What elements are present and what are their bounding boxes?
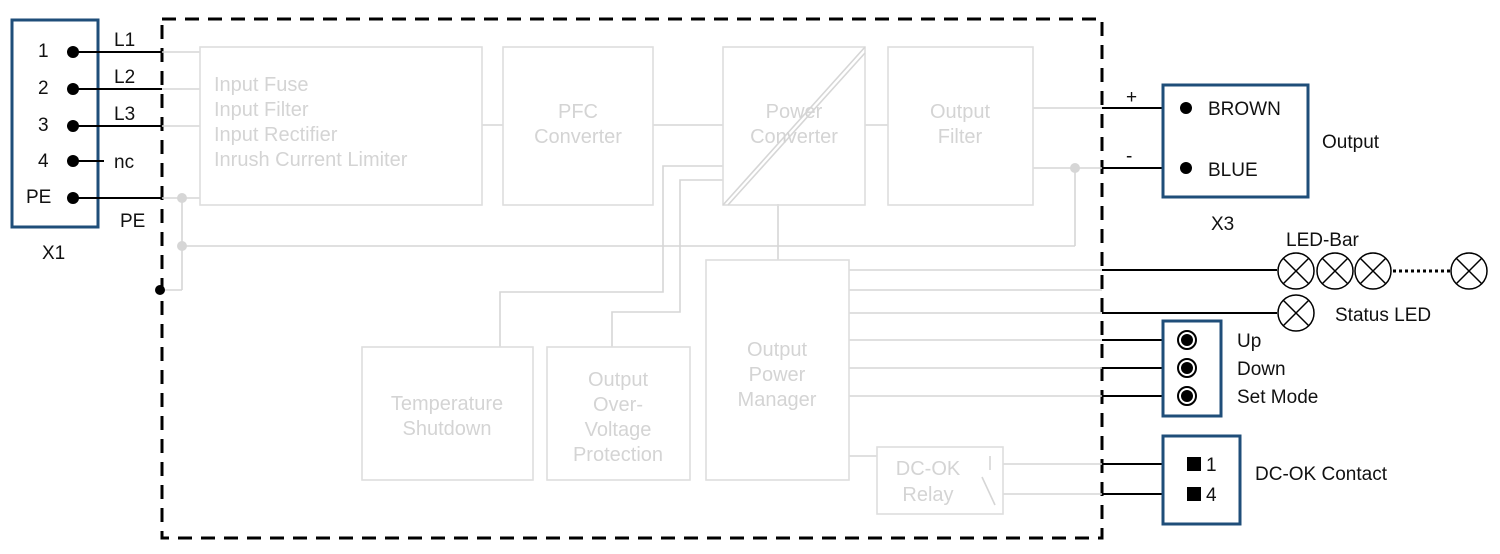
svg-text:Input Fuse: Input Fuse — [214, 74, 309, 96]
svg-text:Over-: Over- — [593, 394, 643, 416]
x1-connector: 1 2 3 4 PE X1 — [10, 18, 100, 264]
label-l2: L2 — [114, 67, 135, 88]
dc-ok-relay-block: DC-OK Relay — [876, 446, 1004, 515]
x1-pin-1: 1 — [38, 41, 49, 62]
svg-text:Output: Output — [747, 339, 807, 361]
led-bar-lamp-icon — [1316, 252, 1354, 290]
dc-ok-terminal-4 — [1187, 487, 1201, 501]
label-l3: L3 — [114, 104, 135, 125]
set-mode-button-icon — [1177, 386, 1197, 406]
pe-junction-dot — [155, 285, 165, 295]
status-led-label: Status LED — [1335, 305, 1431, 326]
svg-text:Input Filter: Input Filter — [214, 99, 309, 121]
svg-text:Manager: Manager — [738, 389, 817, 411]
dc-ok-connector-frame — [1161, 434, 1242, 526]
temperature-shutdown-block: Temperature Shutdown — [361, 346, 534, 481]
svg-text:Inrush Current Limiter: Inrush Current Limiter — [214, 149, 408, 171]
power-converter-block: Power Converter — [722, 46, 866, 206]
svg-text:Voltage: Voltage — [585, 419, 652, 441]
x1-pin-3: 3 — [38, 115, 49, 136]
svg-text:Input Rectifier: Input Rectifier — [214, 124, 338, 146]
x1-name: X1 — [42, 243, 65, 264]
svg-text:Output: Output — [588, 369, 648, 391]
output-label: Output — [1322, 132, 1380, 153]
button-down-label: Down — [1237, 359, 1286, 380]
x1-pin-4: 4 — [38, 151, 49, 172]
svg-text:Filter: Filter — [938, 126, 983, 148]
svg-text:Protection: Protection — [573, 444, 663, 466]
device-boundary — [160, 17, 1104, 540]
label-l1: L1 — [114, 30, 135, 51]
svg-text:Converter: Converter — [750, 126, 838, 148]
svg-text:Converter: Converter — [534, 126, 622, 148]
svg-text:Temperature: Temperature — [391, 393, 503, 415]
svg-text:Relay: Relay — [902, 484, 953, 506]
svg-text:Shutdown: Shutdown — [403, 418, 492, 440]
output-plus-sign: + — [1126, 87, 1137, 108]
dc-ok-pin-1: 1 — [1206, 455, 1217, 476]
svg-text:Power: Power — [749, 364, 806, 386]
svg-text:PFC: PFC — [558, 101, 598, 123]
led-bar — [1277, 252, 1488, 290]
x1-pin-2: 2 — [38, 78, 49, 99]
x3-connector: BROWN BLUE — [1161, 83, 1310, 199]
x1-pin-pe: PE — [26, 187, 51, 208]
x3-blue-label: BLUE — [1208, 160, 1258, 181]
output-filter-block: Output Filter — [887, 46, 1034, 206]
led-bar-lamp-icon — [1354, 252, 1392, 290]
output-power-manager-block: Output Power Manager — [705, 259, 850, 481]
up-button-icon — [1177, 330, 1197, 350]
svg-text:DC-OK: DC-OK — [896, 458, 961, 480]
label-pe: PE — [120, 211, 145, 232]
svg-text:Power: Power — [766, 101, 823, 123]
x3-terminal-blue — [1180, 162, 1192, 174]
dc-ok-contact-label: DC-OK Contact — [1255, 464, 1388, 485]
label-nc: nc — [114, 152, 134, 173]
status-led-lamp-icon — [1277, 294, 1315, 332]
down-button-icon — [1177, 358, 1197, 378]
dc-ok-pin-4: 4 — [1206, 485, 1217, 506]
pfc-converter-block: PFC Converter — [502, 46, 654, 206]
led-bar-lamp-icon — [1450, 252, 1488, 290]
x3-terminal-brown — [1180, 102, 1192, 114]
dc-ok-terminal-1 — [1187, 457, 1201, 471]
button-set-mode-label: Set Mode — [1237, 387, 1318, 408]
led-bar-label: LED-Bar — [1286, 230, 1360, 251]
svg-text:Output: Output — [930, 101, 990, 123]
output-overvoltage-protection-block: Output Over- Voltage Protection — [546, 346, 691, 481]
x1-frame — [10, 18, 100, 229]
led-bar-lamp-icon — [1277, 252, 1315, 290]
input-block: Input Fuse Input Filter Input Rectifier … — [199, 46, 483, 206]
output-minus-sign: - — [1126, 146, 1132, 167]
x3-name: X3 — [1211, 214, 1234, 235]
internal-wiring — [162, 51, 1102, 495]
button-up-label: Up — [1237, 331, 1261, 352]
x3-brown-label: BROWN — [1208, 99, 1281, 120]
